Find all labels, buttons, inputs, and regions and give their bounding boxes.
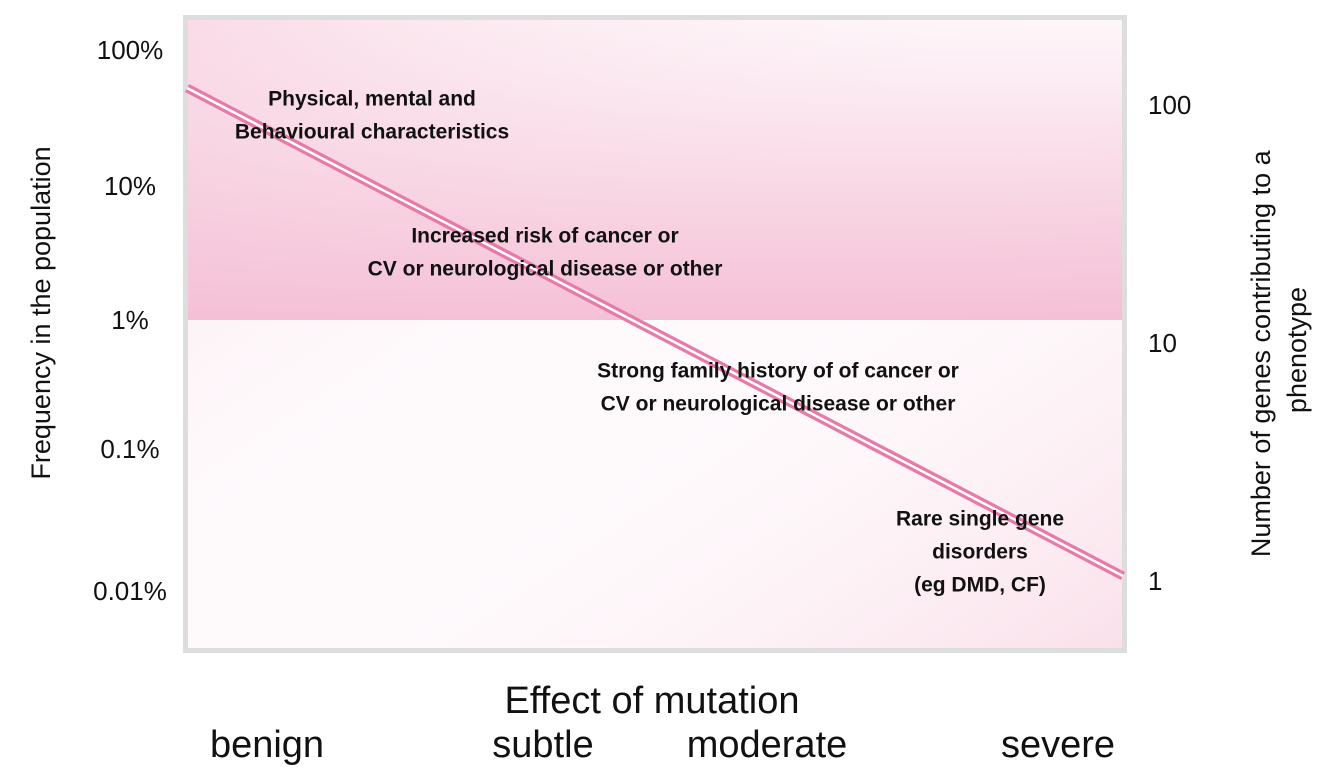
left-tick-label: 0.1%: [100, 434, 159, 464]
trend-line: [184, 84, 1126, 580]
x-category-label: moderate: [687, 724, 848, 766]
annotation-line: CV or neurological disease or other: [601, 393, 956, 416]
x-category-label: benign: [210, 724, 324, 766]
right-axis-title: Number of genes contributing to a phenot…: [1246, 143, 1312, 557]
annotation-line: Behavioural characteristics: [235, 121, 509, 144]
right-tick-label: 1: [1148, 566, 1162, 596]
left-tick-label: 1%: [111, 305, 149, 335]
annotation-line: Strong family history of of cancer or: [597, 360, 959, 383]
left-axis-title: Frequency in the population: [26, 146, 56, 479]
trend-line-inner: [186, 86, 1124, 578]
right-tick-label: 10: [1148, 328, 1177, 358]
x-category-label: severe: [1001, 724, 1115, 766]
left-axis-ticks: 100% 10% 1% 0.1% 0.01%: [93, 35, 167, 606]
annotation-line: disorders: [932, 541, 1028, 564]
annotation-line: CV or neurological disease or other: [368, 258, 723, 281]
right-tick-label: 100: [1148, 90, 1191, 120]
annotation-line: Physical, mental and: [268, 88, 476, 111]
x-axis-title: Effect of mutation: [504, 680, 799, 722]
annotation-line: (eg DMD, CF): [914, 574, 1046, 597]
left-tick-label: 100%: [97, 35, 164, 65]
annotation-line: Increased risk of cancer or: [411, 225, 678, 248]
right-axis-title-line-1: Number of genes contributing to a: [1246, 149, 1276, 557]
left-tick-label: 0.01%: [93, 576, 167, 606]
x-axis-category-labels: benign subtle moderate severe: [210, 724, 1115, 766]
plot-frame: [183, 15, 1127, 653]
left-tick-label: 10%: [104, 171, 156, 201]
x-category-label: subtle: [492, 724, 593, 766]
right-axis-title-line-2: phenotype: [1282, 287, 1312, 413]
right-axis-ticks: 100 10 1: [1148, 90, 1191, 596]
annotation-line: Rare single gene: [896, 508, 1064, 531]
